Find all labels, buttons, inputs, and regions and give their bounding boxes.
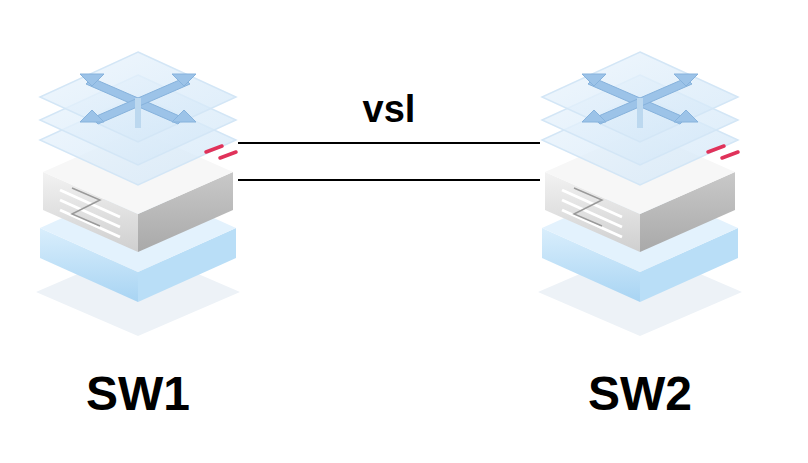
switch-label: SW1 — [86, 365, 190, 423]
switch-icon — [538, 52, 742, 336]
switch-icon — [36, 52, 240, 336]
switch-label: SW2 — [588, 365, 692, 423]
switch-node: SW2 — [540, 45, 740, 423]
vsl-link — [238, 142, 540, 144]
link-label: vsl — [363, 87, 416, 133]
switch-node: SW1 — [38, 45, 238, 423]
vsl-link — [238, 179, 540, 181]
